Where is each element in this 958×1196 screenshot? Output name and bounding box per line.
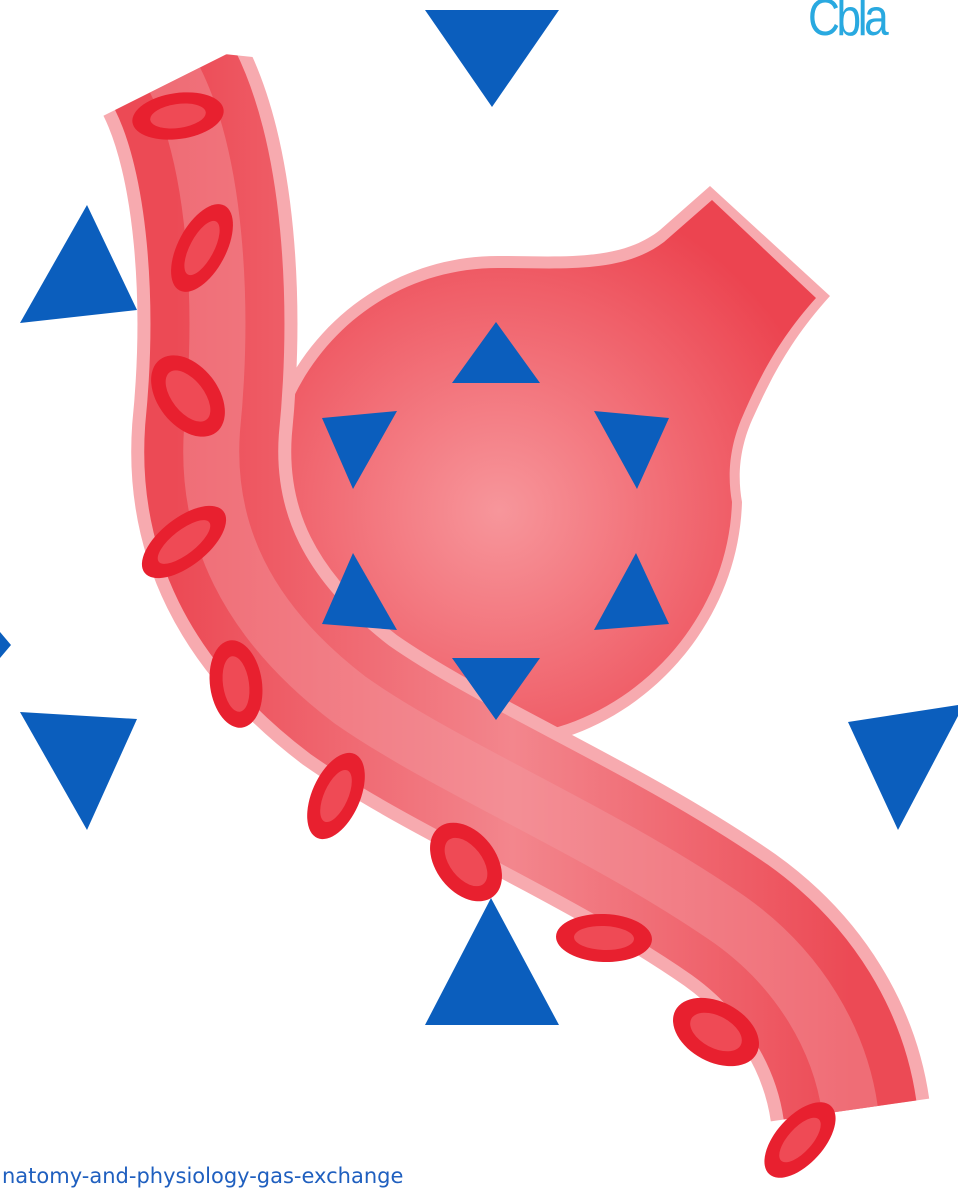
caption-link[interactable]: natomy-and-physiology-gas-exchange (2, 1164, 403, 1188)
triangle-up-icon (425, 898, 559, 1025)
triangle-right-icon (0, 632, 11, 658)
triangle-down-icon (848, 705, 958, 830)
logo: Cbla (808, 0, 885, 48)
triangle-down-icon (425, 10, 559, 107)
triangle-down-icon (20, 712, 137, 830)
triangle-up-icon (20, 205, 137, 323)
